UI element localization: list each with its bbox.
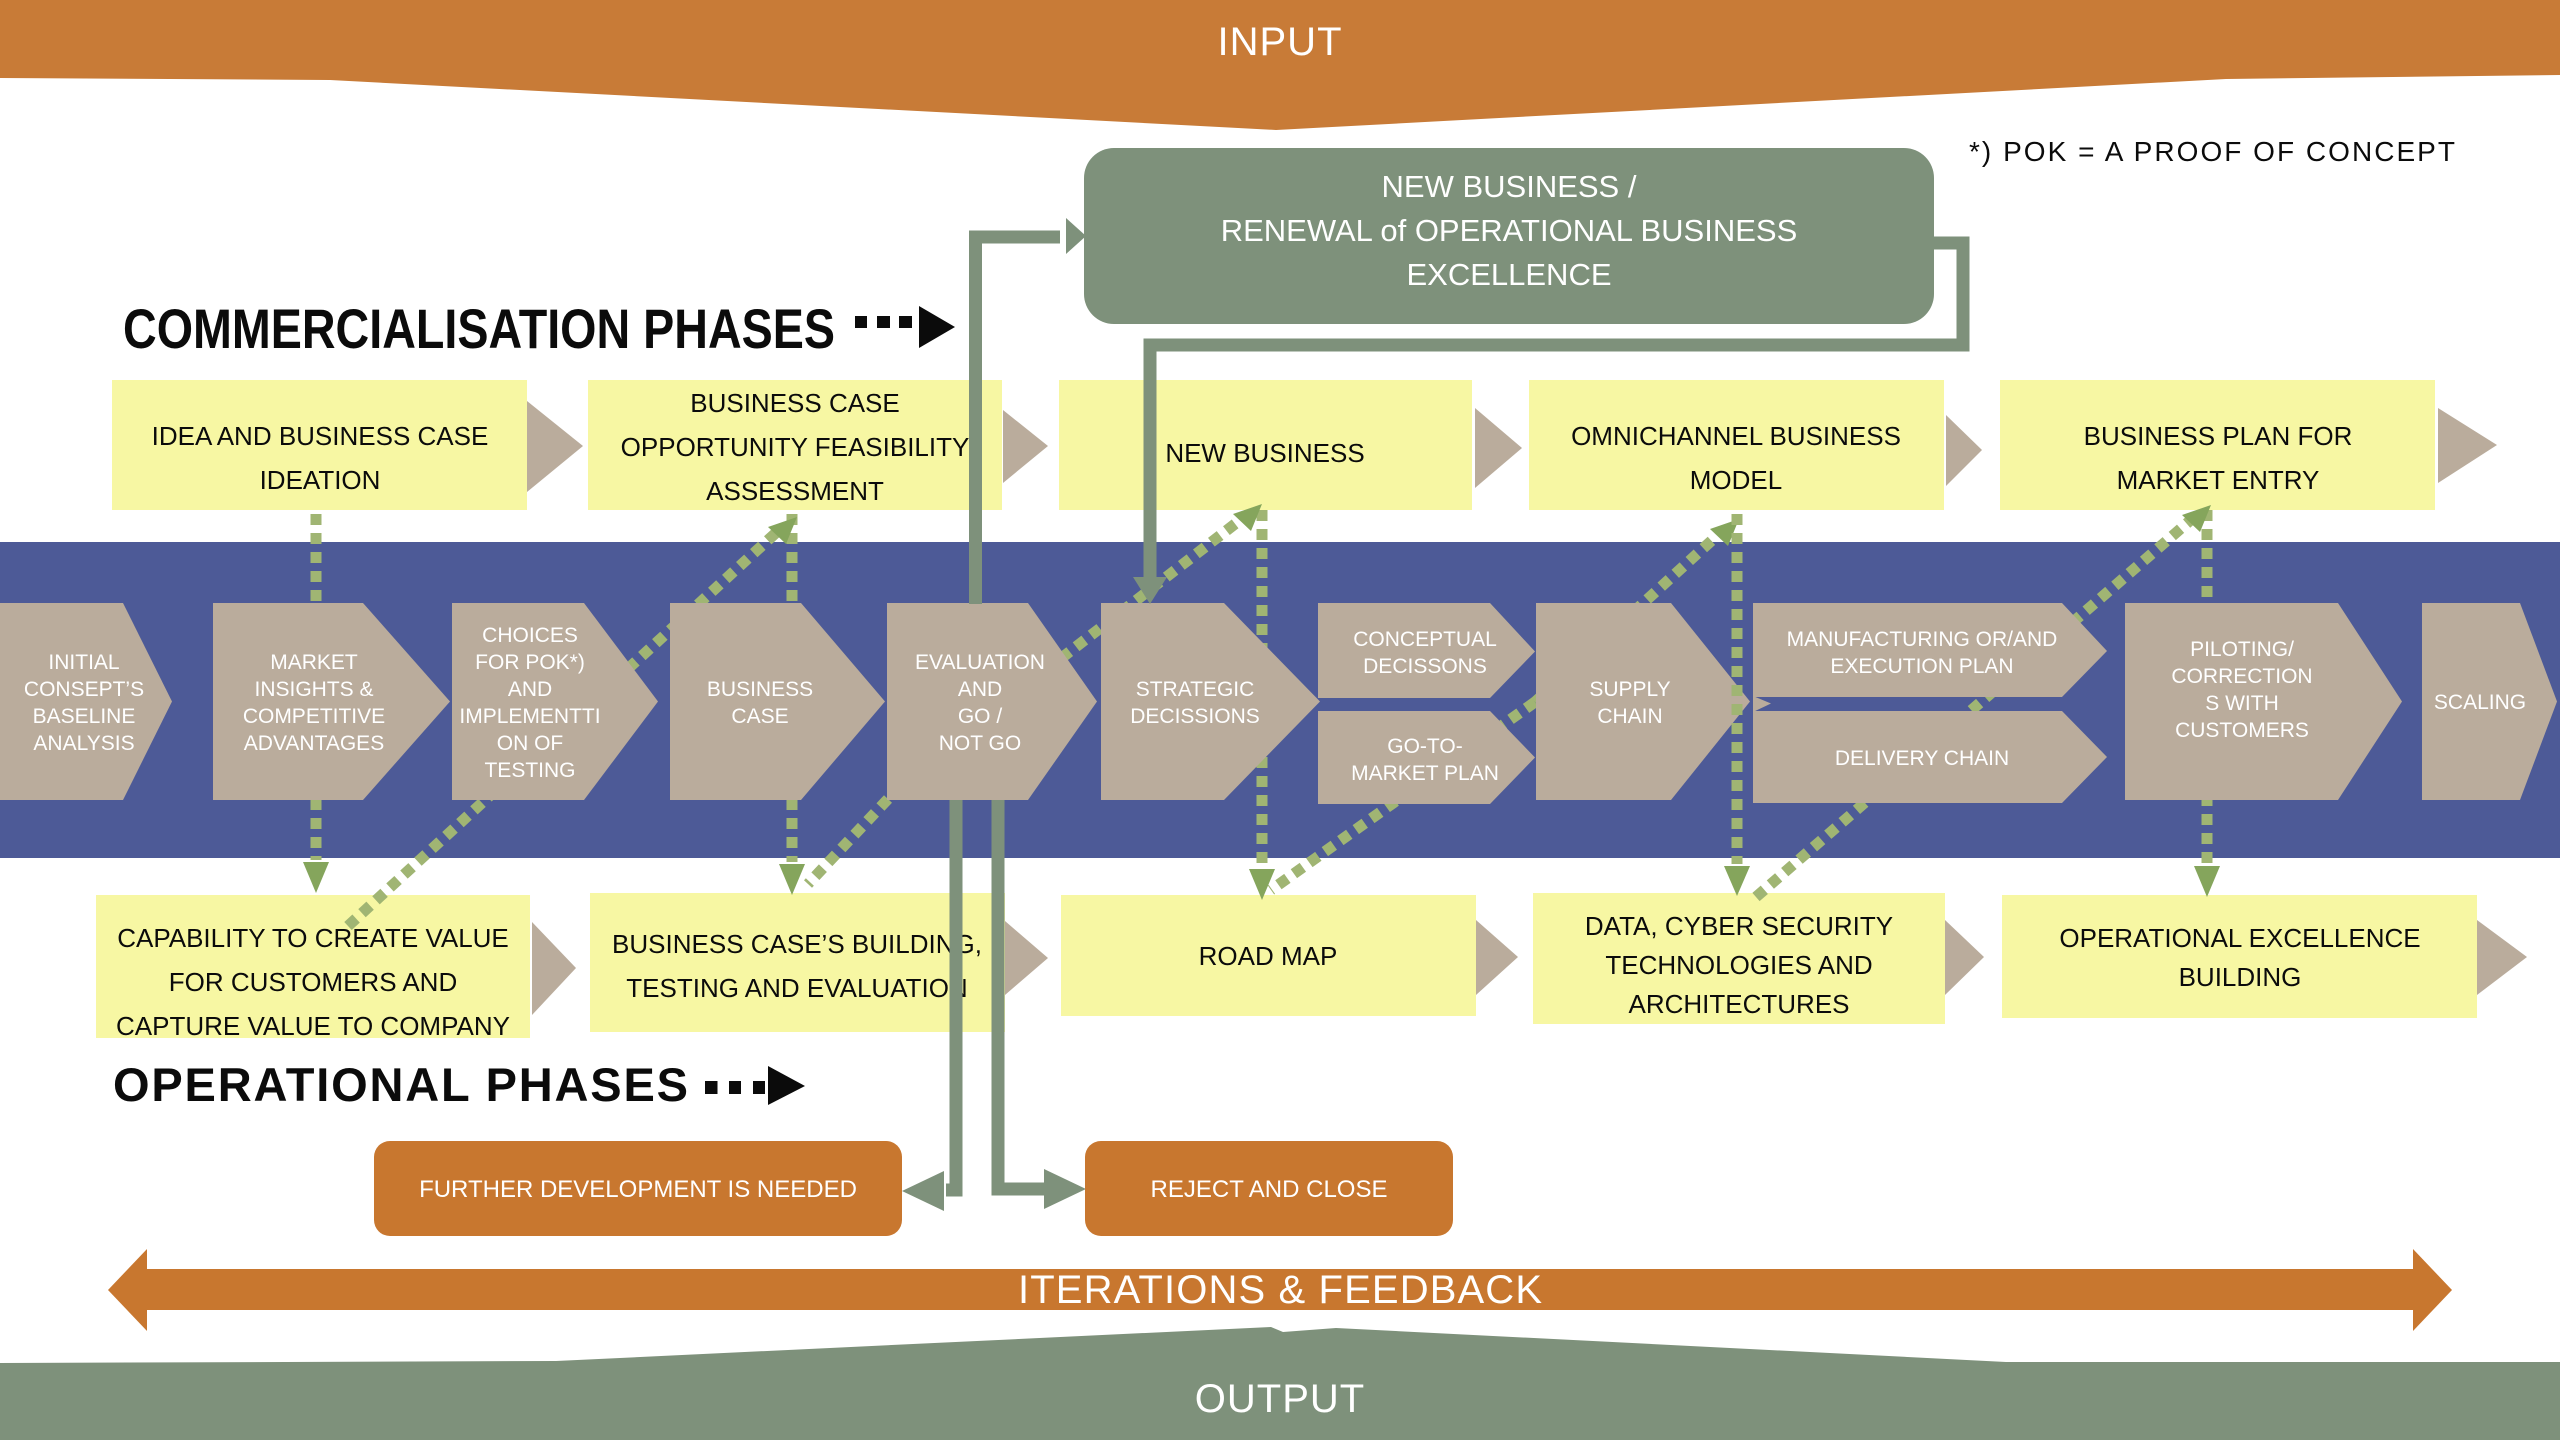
svg-text:CUSTOMERS: CUSTOMERS — [2175, 719, 2309, 742]
svg-text:CONCEPTUAL: CONCEPTUAL — [1353, 628, 1497, 651]
svg-text:CORRECTION: CORRECTION — [2171, 665, 2312, 688]
svg-text:OPERATIONAL EXCELLENCE: OPERATIONAL EXCELLENCE — [2059, 923, 2420, 953]
svg-text:OMNICHANNEL BUSINESS: OMNICHANNEL BUSINESS — [1571, 421, 1901, 451]
svg-text:*) POK = A PROOF OF CONCEPT: *) POK = A PROOF OF CONCEPT — [1969, 136, 2455, 167]
svg-text:S WITH: S WITH — [2205, 692, 2279, 715]
svg-text:EVALUATION: EVALUATION — [915, 651, 1045, 674]
svg-text:DECISSIONS: DECISSIONS — [1130, 705, 1260, 728]
svg-text:PILOTING/: PILOTING/ — [2190, 638, 2294, 661]
svg-text:DELIVERY CHAIN: DELIVERY CHAIN — [1835, 747, 2009, 770]
svg-text:BUSINESS: BUSINESS — [707, 678, 813, 701]
svg-text:BASELINE: BASELINE — [33, 705, 136, 728]
svg-text:CASE: CASE — [731, 705, 788, 728]
svg-text:EXCELLENCE: EXCELLENCE — [1406, 257, 1611, 292]
svg-text:MARKET PLAN: MARKET PLAN — [1351, 762, 1499, 785]
svg-text:TESTING AND EVALUATION: TESTING AND EVALUATION — [626, 973, 967, 1003]
svg-text:EXECUTION PLAN: EXECUTION PLAN — [1830, 655, 2013, 678]
svg-text:CAPABILITY TO CREATE VALUE: CAPABILITY TO CREATE VALUE — [117, 923, 509, 953]
svg-text:ITERATIONS & FEEDBACK: ITERATIONS & FEEDBACK — [1018, 1268, 1542, 1312]
svg-text:BUSINESS PLAN FOR: BUSINESS PLAN FOR — [2084, 421, 2353, 451]
svg-text:MANUFACTURING OR/AND: MANUFACTURING OR/AND — [1787, 628, 2058, 651]
svg-text:AND: AND — [508, 678, 552, 701]
svg-text:TESTING: TESTING — [484, 759, 575, 782]
svg-text:GO /: GO / — [958, 705, 1003, 728]
svg-text:CHAIN: CHAIN — [1597, 705, 1662, 728]
svg-text:OPPORTUNITY FEASIBILITY: OPPORTUNITY FEASIBILITY — [621, 432, 970, 462]
svg-text:BUSINESS CASE’S BUILDING,: BUSINESS CASE’S BUILDING, — [612, 929, 982, 959]
svg-text:OPERATIONAL PHASES: OPERATIONAL PHASES — [113, 1058, 688, 1111]
svg-text:FURTHER DEVELOPMENT IS NEEDED: FURTHER DEVELOPMENT IS NEEDED — [419, 1176, 857, 1203]
svg-text:SUPPLY: SUPPLY — [1589, 678, 1670, 701]
svg-text:IDEA AND BUSINESS CASE: IDEA AND BUSINESS CASE — [152, 421, 489, 451]
svg-text:ASSESSMENT: ASSESSMENT — [706, 476, 884, 506]
svg-text:INSIGHTS &: INSIGHTS & — [254, 678, 373, 701]
svg-text:ARCHITECTURES: ARCHITECTURES — [1628, 989, 1849, 1019]
svg-text:OUTPUT: OUTPUT — [1195, 1377, 1365, 1421]
svg-text:STRATEGIC: STRATEGIC — [1136, 678, 1255, 701]
svg-text:MARKET: MARKET — [270, 651, 358, 674]
svg-text:BUILDING: BUILDING — [2179, 962, 2302, 992]
svg-text:FOR CUSTOMERS AND: FOR CUSTOMERS AND — [169, 967, 457, 997]
svg-text:MARKET ENTRY: MARKET ENTRY — [2117, 465, 2320, 495]
svg-text:COMMERCIALISATION PHASES: COMMERCIALISATION PHASES — [123, 297, 835, 360]
svg-text:REJECT AND CLOSE: REJECT AND CLOSE — [1151, 1176, 1388, 1203]
svg-text:IMPLEMENTTI: IMPLEMENTTI — [459, 705, 600, 728]
svg-text:AND: AND — [958, 678, 1002, 701]
svg-text:NEW BUSINESS /: NEW BUSINESS / — [1382, 169, 1637, 204]
svg-text:ON OF: ON OF — [497, 732, 564, 755]
svg-text:CHOICES: CHOICES — [482, 624, 578, 647]
svg-text:ROAD MAP: ROAD MAP — [1199, 941, 1338, 971]
svg-text:FOR POK*): FOR POK*) — [475, 651, 585, 674]
svg-text:COMPETITIVE: COMPETITIVE — [243, 705, 385, 728]
svg-text:INITIAL: INITIAL — [48, 651, 119, 674]
svg-text:BUSINESS CASE: BUSINESS CASE — [690, 388, 900, 418]
svg-text:RENEWAL of OPERATIONAL BUSINES: RENEWAL of OPERATIONAL BUSINESS — [1221, 213, 1798, 248]
svg-text:DECISSONS: DECISSONS — [1363, 655, 1487, 678]
svg-text:INPUT: INPUT — [1218, 20, 1343, 64]
svg-text:IDEATION: IDEATION — [260, 465, 381, 495]
svg-text:NEW BUSINESS: NEW BUSINESS — [1165, 438, 1364, 468]
svg-text:NOT GO: NOT GO — [939, 732, 1021, 755]
svg-text:CAPTURE VALUE TO COMPANY: CAPTURE VALUE TO COMPANY — [116, 1011, 510, 1041]
svg-text:DATA, CYBER SECURITY: DATA, CYBER SECURITY — [1585, 911, 1893, 941]
svg-text:TECHNOLOGIES AND: TECHNOLOGIES AND — [1605, 950, 1872, 980]
svg-text:GO-TO-: GO-TO- — [1387, 735, 1462, 758]
svg-text:ADVANTAGES: ADVANTAGES — [244, 732, 384, 755]
svg-text:ANALYSIS: ANALYSIS — [33, 732, 134, 755]
svg-text:SCALING: SCALING — [2434, 691, 2526, 714]
svg-text:CONSEPT’S: CONSEPT’S — [24, 678, 144, 701]
svg-text:MODEL: MODEL — [1690, 465, 1782, 495]
